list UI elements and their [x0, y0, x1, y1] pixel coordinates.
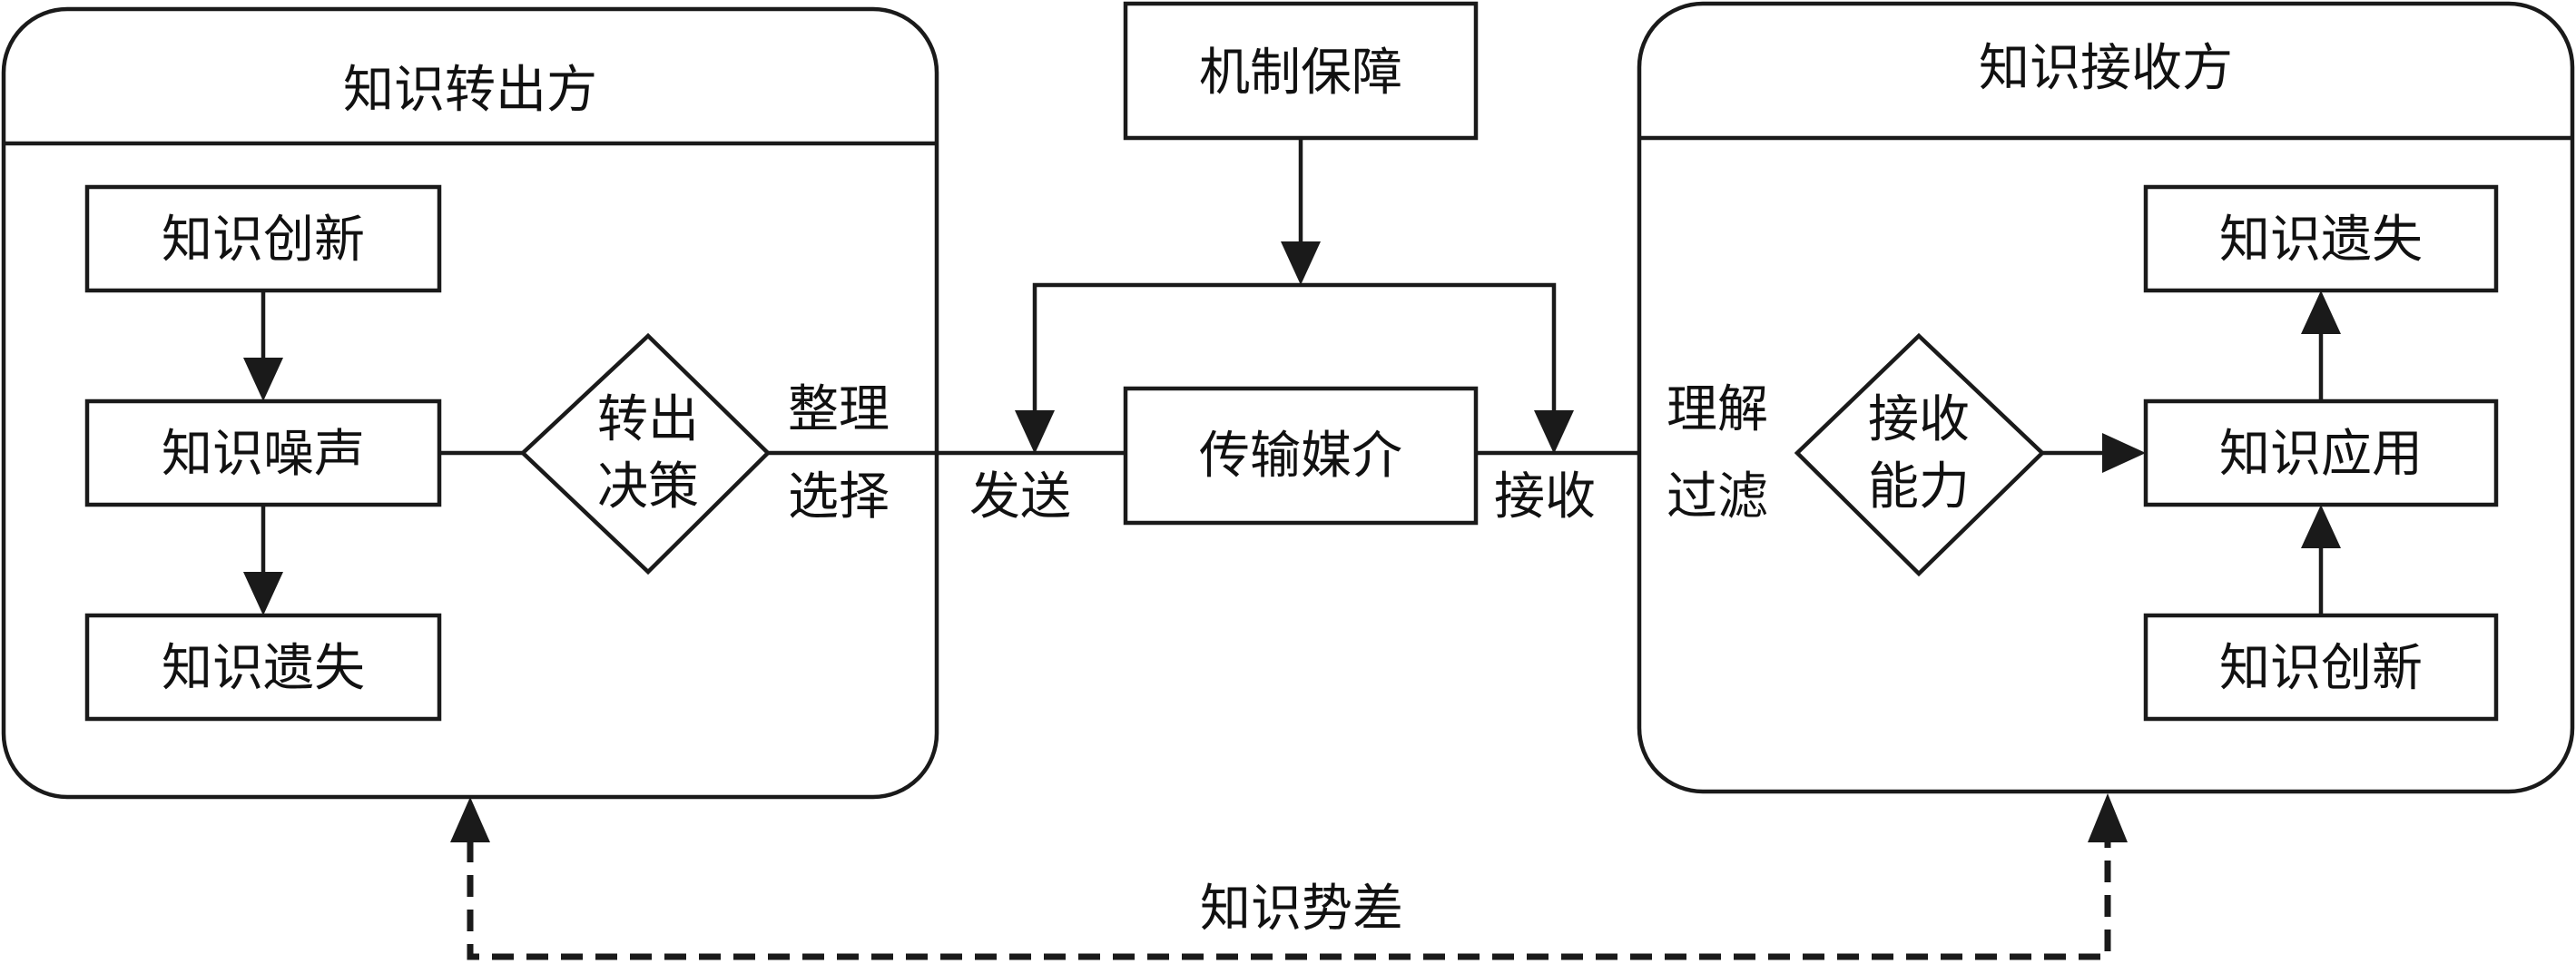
arrowhead-innovation-to-application: [2301, 505, 2341, 548]
receiver-edge-label-filter: 过滤: [1667, 467, 1768, 526]
mechanism-box: [1123, 1, 1479, 141]
arrowhead-noise-to-loss: [243, 572, 283, 615]
transfer-decision-line2: 决策: [597, 457, 699, 516]
medium-label: 传输媒介: [1199, 427, 1402, 486]
medium-box: [1123, 386, 1479, 526]
knowledge-gap-label: 知识势差: [1200, 880, 1403, 939]
transfer-channel: 机制保障 传输媒介 发送 接收: [768, 1, 1797, 526]
arrowhead-application-to-loss: [2301, 290, 2341, 334]
receiver-application-label: 知识应用: [2219, 425, 2423, 484]
receiver-innovation-label: 知识创新: [2219, 639, 2423, 698]
receiver-panel: 知识接收方 理解 过滤 接收 能力 知识遗失 知识应用 知识创新: [1637, 1, 2575, 794]
arrowhead-innovation-to-noise: [243, 358, 283, 401]
arrowhead-ability-to-application: [2102, 433, 2146, 473]
receiver-panel-title: 知识接收方: [1979, 39, 2233, 98]
sender-loss-label: 知识遗失: [162, 639, 365, 698]
mechanism-label: 机制保障: [1199, 44, 1402, 103]
mechanism-branch: [1032, 282, 1557, 410]
receive-ability-line2: 能力: [1868, 457, 1970, 516]
knowledge-gap-arrowhead-right: [2088, 793, 2128, 842]
sender-panel-title: 知识转出方: [343, 61, 597, 120]
mechanism-arrowhead: [1281, 241, 1321, 285]
receive-ability-line1: 接收: [1868, 390, 1970, 449]
sender-edge-label-select: 选择: [788, 467, 890, 526]
knowledge-gap-arrowhead-left: [450, 797, 490, 842]
sender-panel: 知识转出方 知识创新 知识噪声 知识遗失 转出 决策 整理 选择: [1, 6, 939, 800]
sender-innovation-box: [84, 184, 442, 293]
sender-edge-label-organize: 整理: [788, 380, 890, 439]
receive-ability-diamond: [1794, 332, 2046, 577]
send-label: 发送: [969, 467, 1071, 526]
receiver-loss-label: 知识遗失: [2219, 211, 2423, 270]
sender-noise-label: 知识噪声: [162, 425, 365, 484]
receiver-innovation-box: [2143, 613, 2499, 722]
knowledge-gap-link: 知识势差: [450, 793, 2128, 960]
knowledge-gap-dashed-line: [467, 841, 2111, 960]
receiver-loss-box: [2143, 184, 2499, 293]
transfer-decision-diamond: [519, 332, 772, 575]
receive-label: 接收: [1494, 467, 1596, 526]
receive-arrowhead: [1534, 410, 1574, 454]
send-arrowhead: [1015, 410, 1055, 454]
transfer-decision-line1: 转出: [597, 390, 699, 449]
receiver-edge-label-understand: 理解: [1667, 380, 1768, 439]
sender-innovation-label: 知识创新: [162, 211, 365, 270]
